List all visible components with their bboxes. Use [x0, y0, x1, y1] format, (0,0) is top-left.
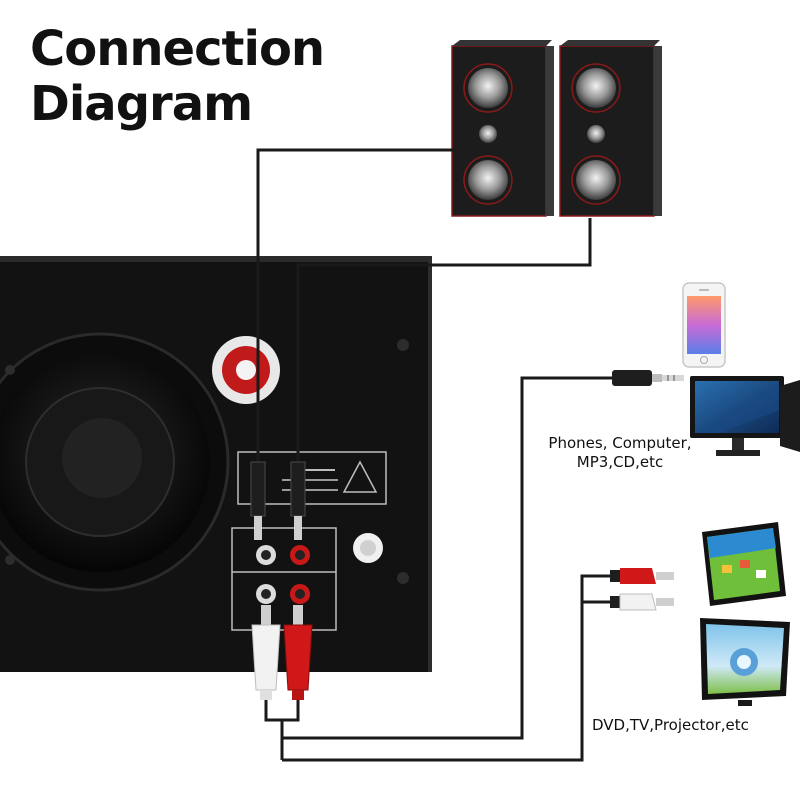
devices-caption-line-1: Phones, Computer, [548, 434, 692, 452]
devices-caption: Phones, Computer, MP3,CD,etc [530, 434, 710, 472]
speaker-cables [256, 148, 592, 470]
subwoofer-icon [0, 256, 432, 672]
input-cables [264, 376, 612, 762]
tv-icon [700, 618, 790, 706]
title-line-1: Connection [30, 21, 325, 77]
aux-plug-icon [612, 370, 684, 386]
title-line-2: Diagram [30, 76, 253, 132]
output-rca-plugs [250, 461, 306, 540]
satellite-speaker-right [559, 40, 662, 217]
satellite-speaker-left [451, 40, 554, 217]
input-rca-plugs [251, 605, 313, 700]
tablet-icon [702, 522, 786, 606]
phone-icon [682, 282, 726, 368]
av-sources-caption: DVD,TV,Projector,etc [592, 716, 749, 734]
devices-caption-line-2: MP3,CD,etc [576, 452, 664, 471]
monitor-icon [690, 376, 800, 456]
source-rca-plugs [610, 568, 674, 611]
